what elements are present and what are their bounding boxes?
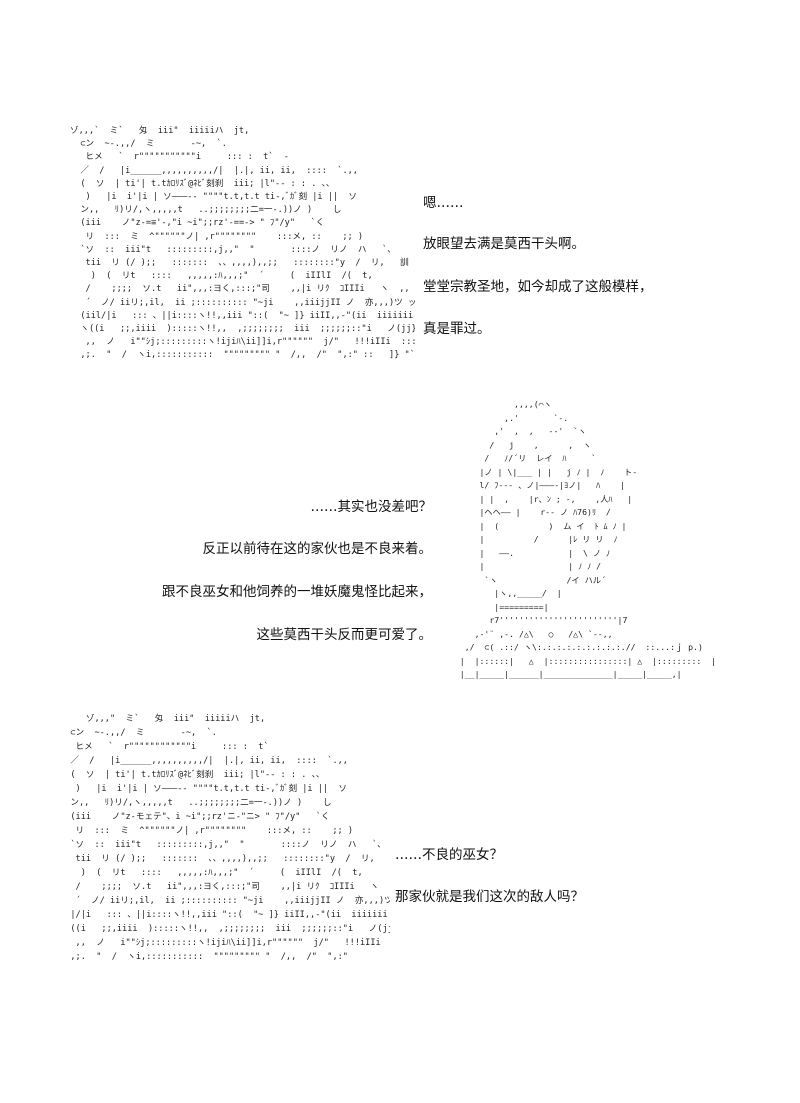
mob-crowd-ascii-art: ゾ,,," ミ` 匁 iii" iiiiiハ jt, ⊂ン ~‐.,,/ ミ ‐… — [70, 714, 390, 962]
dialogue-line: 堂堂宗教圣地，如今却成了这般模样， — [423, 279, 653, 295]
dialogue-line: 真是罪过。 — [423, 321, 491, 337]
dialogue-line: 反正以前待在这的家伙也是不良来着。 — [202, 541, 433, 557]
dialogue-line: 跟不良巫女和他饲养的一堆妖魔鬼怪比起来， — [162, 584, 432, 600]
dialogue-line: 嗯…… — [423, 195, 464, 211]
character-ascii-art: ,,,,(⌒ヽ ,.' `-. ,' , , -‐' `ヽ / j , , ヽ … — [459, 399, 717, 679]
dialogue-line: 那家伙就是我们这次的敌人吗？ — [395, 889, 584, 905]
dialogue-line: 放眼望去满是莫西干头啊。 — [423, 236, 585, 252]
dialogue-line: ……不良的巫女？ — [395, 847, 503, 863]
dialogue-line: ……其实也没差吧？ — [310, 499, 433, 515]
mob-crowd-ascii-art: ゾ,,,` ミ` 匁 iii" iiiiiハ jt, ⊂ン ~‐.,,/ ミ ‐… — [70, 126, 415, 361]
dialogue-line: 这些莫西干头反而更可爱了。 — [256, 627, 433, 643]
